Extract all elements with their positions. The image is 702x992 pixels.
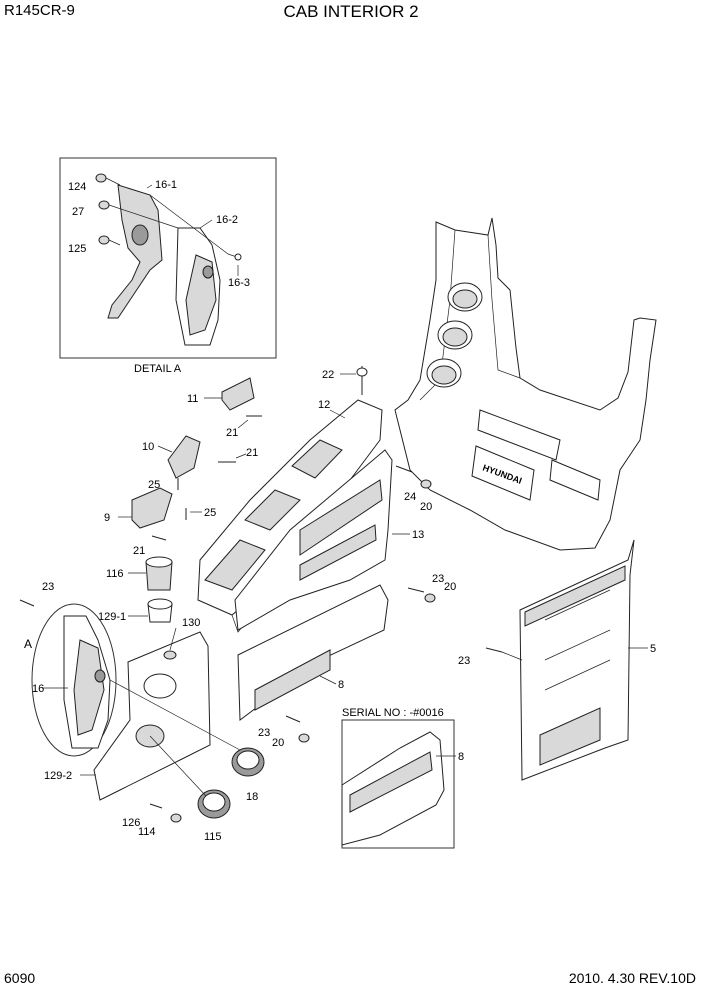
part-126-screw xyxy=(149,803,163,809)
callout-23d: 23 xyxy=(258,727,270,739)
callout-23c: 23 xyxy=(458,655,470,667)
callout-23a: 23 xyxy=(432,573,444,585)
callout-125: 125 xyxy=(68,243,86,255)
callout-23b: 23 xyxy=(42,581,54,593)
date-revision: 2010. 4.30 REV.10D xyxy=(568,970,696,986)
callout-116: 116 xyxy=(106,568,124,580)
part-16-3-screw xyxy=(234,253,242,261)
part-13-panel xyxy=(234,449,393,631)
serial-caption: SERIAL NO : -#0016 xyxy=(342,707,444,719)
part-125 xyxy=(98,235,110,245)
callout-115: 115 xyxy=(204,831,222,843)
detail-a-frame xyxy=(59,157,277,359)
part-23-screw-c xyxy=(485,647,503,653)
callout-129-2: 129-2 xyxy=(44,770,72,782)
part-114-nut xyxy=(170,813,182,823)
part-23-bolt-a xyxy=(407,587,425,593)
part-16-1-bracket xyxy=(107,184,163,319)
callout-5: 5 xyxy=(650,643,656,655)
callout-20a: 20 xyxy=(420,501,432,513)
callout-16-1: 16-1 xyxy=(155,179,177,191)
part-124 xyxy=(95,173,107,183)
page-title: CAB INTERIOR 2 xyxy=(283,2,419,21)
callout-8a: 8 xyxy=(338,679,344,691)
part-27 xyxy=(98,200,110,210)
part-21-screw-c xyxy=(151,535,167,541)
part-11-bracket xyxy=(221,377,255,411)
callout-20c: 20 xyxy=(272,737,284,749)
callout-25b: 25 xyxy=(204,507,216,519)
callout-16-2: 16-2 xyxy=(216,214,238,226)
callout-8b: 8 xyxy=(458,751,464,763)
callout-13: 13 xyxy=(412,529,424,541)
detail-a-caption: DETAIL A xyxy=(134,363,182,375)
callout-21a: 21 xyxy=(226,427,238,439)
part-8-lower-panel xyxy=(237,584,389,721)
callout-27: 27 xyxy=(72,206,84,218)
part-129-1-ring xyxy=(147,598,173,623)
callout-10: 10 xyxy=(142,441,154,453)
callout-20b: 20 xyxy=(444,581,456,593)
part-18-knob xyxy=(231,747,265,777)
callout-130: 130 xyxy=(182,617,200,629)
callout-124: 124 xyxy=(68,181,86,193)
callout-25a: 25 xyxy=(148,479,160,491)
part-10-bracket xyxy=(167,435,201,479)
callout-114: 114 xyxy=(138,826,156,838)
callout-126: 126 xyxy=(122,817,140,829)
callout-129-1: 129-1 xyxy=(98,611,126,623)
callout-16-3: 16-3 xyxy=(228,277,250,289)
part-116-cup xyxy=(145,556,173,591)
part-23-screw-d xyxy=(285,715,301,723)
part-20-nut-a xyxy=(420,479,432,489)
part-9-bracket xyxy=(131,487,173,529)
callout-21b: 21 xyxy=(246,447,258,459)
callout-21c: 21 xyxy=(133,545,145,557)
rear-cab-frame: HYUNDAI xyxy=(394,217,657,551)
serial-inset-frame xyxy=(341,719,455,849)
part-129-2-side-panel xyxy=(93,631,211,801)
callout-18: 18 xyxy=(246,791,258,803)
part-115-knob xyxy=(197,789,231,819)
callout-12: 12 xyxy=(318,399,330,411)
part-12-console xyxy=(197,399,386,633)
part-20-nut-b xyxy=(424,593,436,603)
part-130-clip xyxy=(163,650,177,660)
callout-11: 11 xyxy=(187,393,198,405)
model-code: R145CR-9 xyxy=(4,2,75,19)
part-20-nut-c xyxy=(298,733,310,743)
callout-22: 22 xyxy=(322,369,334,381)
callout-A: A xyxy=(24,637,32,651)
part-23-screw-b xyxy=(19,599,35,607)
callout-9: 9 xyxy=(104,512,110,524)
page-number: 6090 xyxy=(4,970,36,986)
part-5-side-panel xyxy=(519,539,635,781)
part-16-1-hole xyxy=(131,224,149,246)
detail-a-oval xyxy=(31,603,117,757)
callout-16: 16 xyxy=(32,683,44,695)
callout-24: 24 xyxy=(404,491,416,503)
part-24-bolt xyxy=(395,465,413,473)
